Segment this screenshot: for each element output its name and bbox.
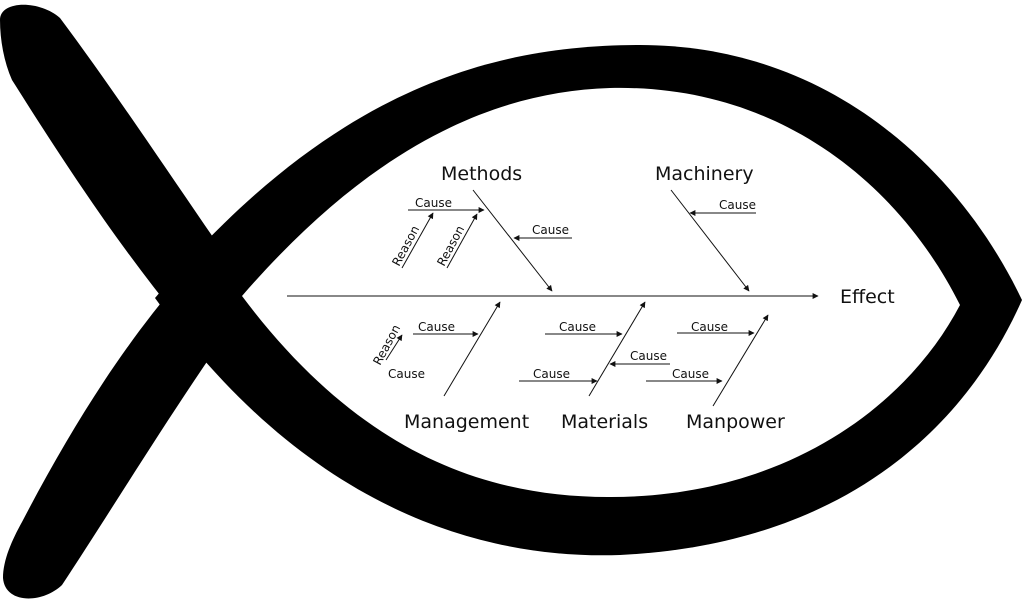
category-manpower: Manpower	[686, 411, 785, 433]
category-materials: Materials	[561, 411, 648, 433]
materials-cause-2-label: Cause	[630, 349, 667, 363]
category-machinery: Machinery	[655, 163, 754, 185]
manpower-cause-2-label: Cause	[672, 367, 709, 381]
management-reason-1-arrow	[385, 334, 403, 361]
materials-cause-1-label: Cause	[559, 320, 596, 334]
materials-bone	[588, 301, 646, 397]
management-cause-1-label: Cause	[418, 320, 455, 334]
category-management: Management	[404, 411, 529, 433]
manpower-bone	[712, 314, 769, 407]
methods-reason-2-arrow	[446, 213, 478, 269]
machinery-bone	[670, 189, 750, 292]
machinery-cause-1-label: Cause	[719, 198, 756, 212]
methods-cause-1-label: Cause	[415, 196, 452, 210]
management-bone	[443, 301, 501, 397]
fish-tail-lower	[3, 280, 215, 599]
methods-cause-2-label: Cause	[532, 223, 569, 237]
methods-reason-1-arrow	[401, 212, 434, 269]
manpower-cause-1-label: Cause	[691, 320, 728, 334]
fish-body-interior	[242, 87, 960, 498]
methods-bone	[472, 189, 553, 292]
materials-cause-3-label: Cause	[533, 367, 570, 381]
management-cause-2-label: Cause	[388, 367, 425, 381]
fish-tail-upper	[0, 4, 215, 321]
category-methods: Methods	[441, 163, 522, 185]
effect-label: Effect	[840, 286, 895, 308]
